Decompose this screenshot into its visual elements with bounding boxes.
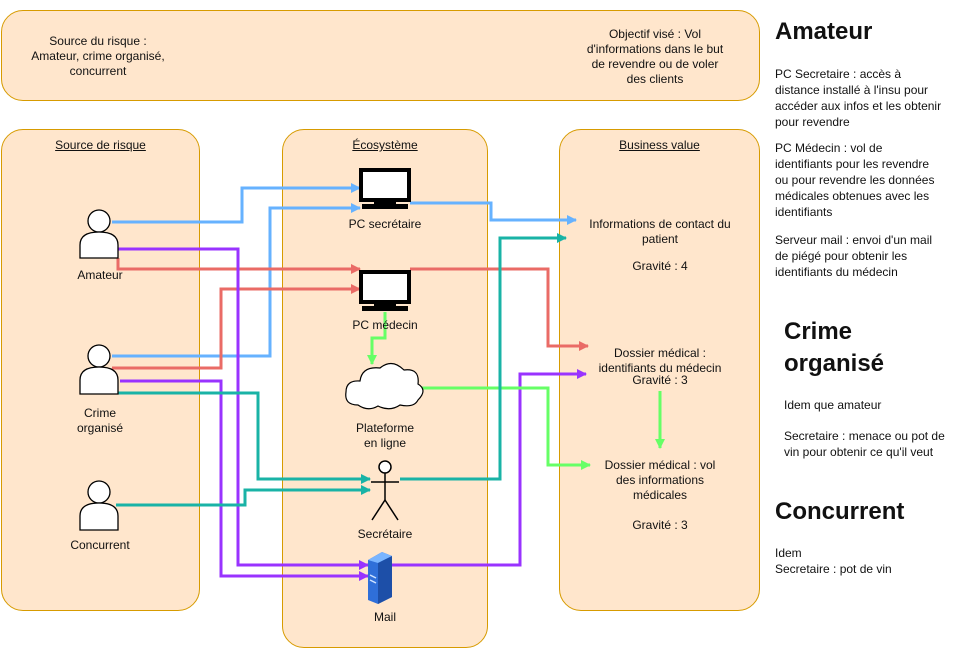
header-right-text: Objectif visé : Vol d'informations dans … (586, 27, 724, 86)
note-amateur-p2: PC Médecin : vol de identifiants pour le… (775, 141, 935, 219)
pc-secretaire-label: PC secrétaire (348, 217, 422, 231)
edge-concurrent-secretaire (116, 485, 371, 507)
source-concurrent-label: Concurrent (70, 538, 130, 552)
dossier-info-label: Dossier médical : vol des informations m… (604, 458, 716, 502)
edge-pcsecretaire-contact (410, 201, 577, 225)
dossier-ident-label: Dossier médical : identifiants du médeci… (598, 346, 722, 375)
edge-amateur-pcmedecin (116, 258, 361, 274)
sources-panel-title: Source de risque (55, 138, 146, 152)
note-crime-p2: Secretaire : menace ou pot de vin pour o… (784, 429, 945, 459)
note-amateur-p1: PC Secretaire : accès à distance install… (775, 67, 942, 129)
stick-figure-icon (371, 460, 399, 521)
edge-secretaire-contact (400, 233, 567, 481)
ecosystem-panel-title: Écosystème (352, 138, 418, 152)
mail-server-icon (368, 552, 392, 604)
edge-crime-pcmedecin (112, 284, 361, 370)
plateforme-label: Plateforme en ligne (355, 421, 415, 450)
header-panel (1, 10, 760, 101)
source-crime-label: Crime organisé (76, 406, 124, 435)
header-left-text: Source du risque : Amateur, crime organi… (31, 34, 165, 78)
edge-crime-pcsecretaire (112, 203, 361, 358)
pc-medecin-label: PC médecin (352, 318, 418, 332)
mail-label: Mail (373, 610, 396, 624)
edge-amateur-pcsecretaire (112, 183, 361, 224)
person-icon (79, 480, 119, 531)
dossier-ident-gravity: Gravité : 3 (632, 373, 688, 387)
contact-gravity: Gravité : 4 (632, 259, 688, 273)
note-crime-title: Crime organisé (784, 318, 885, 377)
edge-amateur-mail (112, 247, 369, 570)
secretaire-label: Secrétaire (357, 527, 413, 541)
computer-icon (359, 270, 411, 311)
note-concurrent-p1: Idem Secretaire : pot de vin (775, 546, 892, 576)
contact-label: Informations de contact du patient (589, 217, 731, 246)
edge-crime-mail (120, 379, 369, 581)
edge-plateforme-dossierinfo (414, 386, 591, 470)
edge-crime-secretaire (112, 391, 371, 484)
note-concurrent-title: Concurrent (775, 498, 905, 525)
business-panel-title: Business value (619, 138, 700, 152)
cloud-icon (345, 362, 424, 410)
person-icon (79, 209, 119, 259)
edge-mail-dossierident (390, 369, 587, 567)
business-panel (559, 129, 760, 611)
computer-icon (359, 168, 411, 209)
edge-pcmedecin-plateforme (367, 312, 387, 365)
source-amateur-label: Amateur (77, 268, 123, 282)
note-amateur-p3: Serveur mail : envoi d'un mail de piégé … (775, 233, 933, 279)
note-crime-p1: Idem que amateur (784, 398, 882, 412)
dossier-info-gravity: Gravité : 3 (632, 518, 688, 532)
edge-pcmedecin-dossierident (410, 267, 589, 351)
note-amateur-title: Amateur (775, 18, 873, 45)
person-icon (79, 344, 119, 395)
